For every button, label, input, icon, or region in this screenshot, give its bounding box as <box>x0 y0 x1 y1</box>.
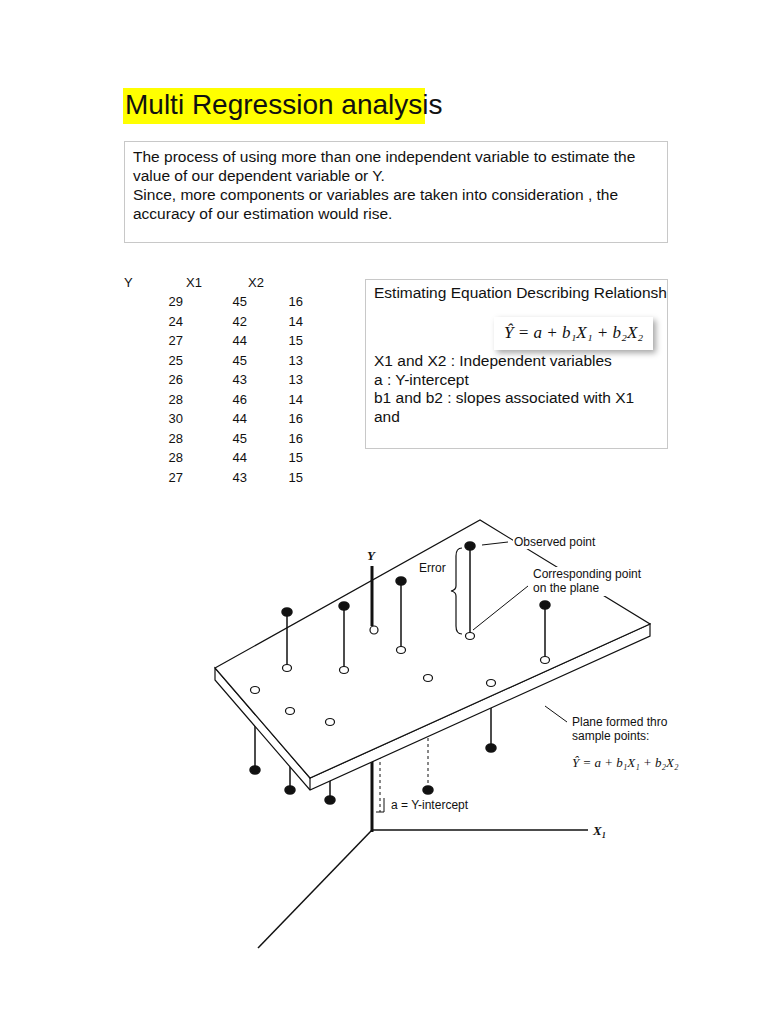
table-cell: 44 <box>233 333 247 348</box>
figure-label: Y <box>366 548 376 564</box>
table-header: X1 <box>186 275 202 290</box>
table-cell: 26 <box>169 372 183 387</box>
x1-axis <box>372 829 588 831</box>
illustration-group <box>251 542 551 726</box>
leader-line <box>473 586 528 630</box>
table-cell: 13 <box>289 353 303 368</box>
observed-point <box>282 608 292 616</box>
table-cell: 27 <box>169 470 183 485</box>
observed-point <box>285 786 295 794</box>
table-cell: 16 <box>289 411 303 426</box>
body-text: The process of using more than one indep… <box>133 148 659 186</box>
observed-point <box>250 766 260 774</box>
error-bracket <box>451 548 462 634</box>
observed-point <box>486 744 496 752</box>
error-stem <box>544 605 546 657</box>
equation-box: Estimating Equation Describing Relations… <box>365 279 668 449</box>
figure-label: Observed point <box>513 535 596 549</box>
figure-label: Plane formed thro sample points: <box>571 715 677 744</box>
plane-point <box>487 680 496 687</box>
table-cell: 13 <box>289 372 303 387</box>
plane-point <box>397 647 406 654</box>
observed-point <box>423 786 433 794</box>
table-header: Y <box>124 275 133 290</box>
table-cell: 30 <box>169 411 183 426</box>
table-cell: 45 <box>233 294 247 309</box>
table-cell: 28 <box>169 431 183 446</box>
table-cell: 24 <box>169 314 183 329</box>
error-stem <box>286 612 288 665</box>
table-header: X2 <box>248 275 264 290</box>
table-cell: 43 <box>233 470 247 485</box>
page-title: Multi Regression analysis <box>125 89 442 121</box>
table-cell: 28 <box>169 392 183 407</box>
figure-label: Ŷ = a + b₁X₁ + b₂X₂ <box>571 755 680 771</box>
table-cell: 16 <box>289 431 303 446</box>
observed-point <box>396 577 406 585</box>
error-stem <box>469 546 471 633</box>
body-text: Since, more components or variables are … <box>133 186 659 224</box>
observed-point <box>465 542 475 550</box>
body-text: b1 and b2 : slopes associated with X1 an… <box>374 389 659 427</box>
observed-point <box>540 601 550 609</box>
plane-point <box>326 719 335 726</box>
leader-line <box>384 798 385 812</box>
plane-point <box>340 667 349 674</box>
definition-box: The process of using more than one indep… <box>124 141 668 243</box>
figure-label: a = Y-intercept <box>390 798 469 812</box>
figure-label: Corresponding point on the plane <box>532 567 646 596</box>
table-cell: 43 <box>233 372 247 387</box>
plane-point <box>541 657 550 664</box>
plane-point <box>283 665 292 672</box>
table-cell: 14 <box>289 314 303 329</box>
leader-line <box>482 542 508 545</box>
table-cell: 45 <box>233 353 247 368</box>
body-text: Estimating Equation Describing Relations… <box>374 284 659 303</box>
figure-label: Error <box>418 561 447 575</box>
observed-point <box>339 602 349 610</box>
plane-point <box>251 687 260 694</box>
table-cell: 16 <box>289 294 303 309</box>
table-cell: 15 <box>289 450 303 465</box>
table-cell: 44 <box>233 411 247 426</box>
table-cell: 29 <box>169 294 183 309</box>
observed-point <box>325 796 335 804</box>
leader-line <box>545 706 567 722</box>
slab-edge <box>309 778 310 790</box>
plane-point <box>286 708 295 715</box>
intercept-tick <box>376 812 384 813</box>
plane-point <box>424 675 433 682</box>
body-text: X1 and X2 : Independent variables <box>374 352 659 371</box>
table-cell: 28 <box>169 450 183 465</box>
table-cell: 42 <box>233 314 247 329</box>
error-stem <box>343 606 345 667</box>
table-cell: 27 <box>169 333 183 348</box>
table-cell: 25 <box>169 353 183 368</box>
regression-equation: Ŷ = a + b₁X₁ + b₂X₂ <box>494 317 653 350</box>
plane-point <box>466 633 475 640</box>
intercept-point <box>370 626 378 634</box>
table-cell: 44 <box>233 450 247 465</box>
table-cell: 15 <box>289 470 303 485</box>
depth-axis <box>258 830 372 948</box>
body-text: a : Y-intercept <box>374 371 659 390</box>
table-cell: 46 <box>233 392 247 407</box>
table-cell: 45 <box>233 431 247 446</box>
table-cell: 15 <box>289 333 303 348</box>
table-cell: 14 <box>289 392 303 407</box>
figure-label: X₁ <box>592 823 607 839</box>
y-axis-upper <box>371 566 374 626</box>
error-stem <box>400 581 402 647</box>
